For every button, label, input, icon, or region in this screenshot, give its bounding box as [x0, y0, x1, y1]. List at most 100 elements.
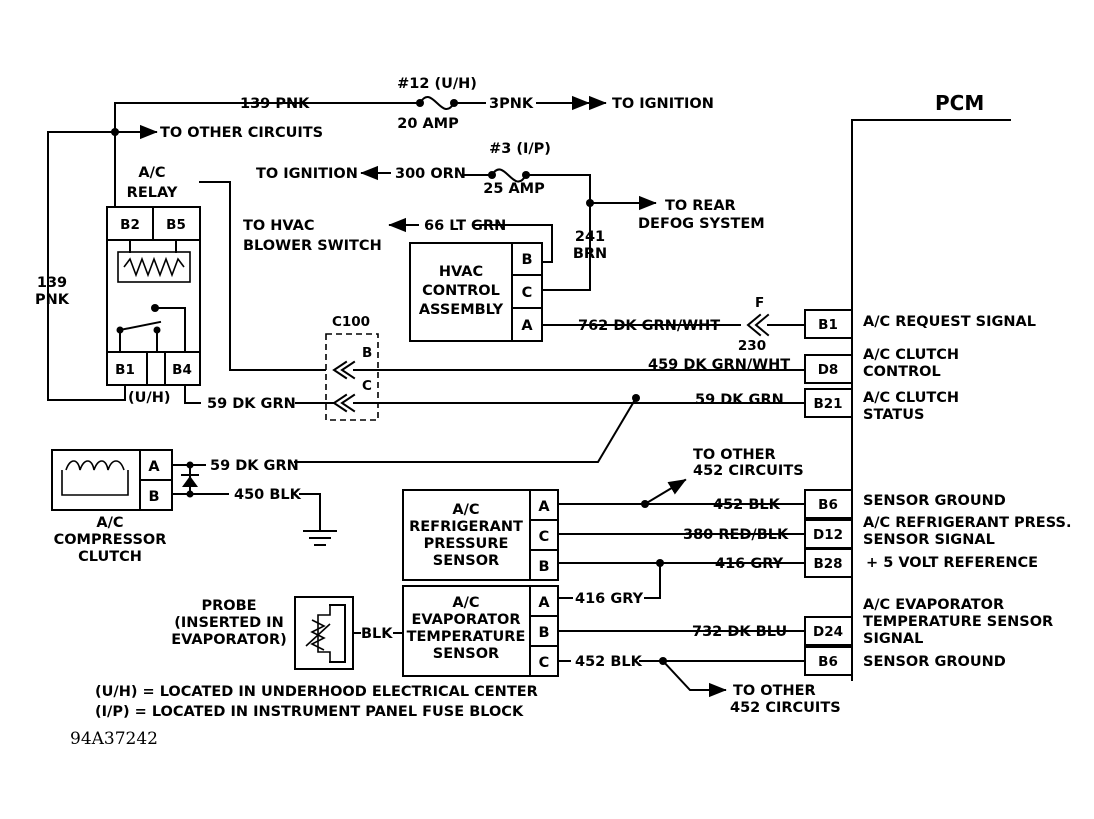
pcm-pin-b6-a: B6 [804, 489, 853, 519]
c100-pin-c: C [362, 378, 372, 394]
relay-label-2: RELAY [127, 185, 178, 201]
svg-text:D8: D8 [818, 362, 839, 378]
pcm-label-clutch-status-2: STATUS [863, 407, 924, 423]
pcm-pin-b28: B28 [804, 548, 853, 578]
c100-label: C100 [332, 314, 370, 330]
evap-pin-b: B [538, 625, 549, 641]
hvac-pin-c: C [522, 285, 533, 301]
wire-416-left: 416 GRY [575, 591, 644, 607]
pressure-label-3: PRESSURE [424, 536, 509, 552]
svg-text:B1: B1 [818, 317, 838, 333]
pcm-label-sensor-ground-a: SENSOR GROUND [863, 493, 1006, 509]
wire-452-top: 452 BLK [713, 497, 781, 513]
defog-system: DEFOG SYSTEM [638, 216, 765, 232]
blower-switch: BLOWER SWITCH [243, 238, 382, 254]
hvac-pin-a: A [521, 318, 533, 334]
evap-pin-a: A [538, 595, 550, 611]
wire-380-label: 380 RED/BLK [683, 527, 789, 543]
evap-label-1: A/C [452, 595, 479, 611]
pcm-pin-d24: D24 [804, 616, 853, 646]
relay-pin-b2: B2 [120, 217, 140, 233]
wire-459-label: 459 DK GRN/WHT [648, 357, 790, 373]
pressure-pin-b: B [538, 559, 549, 575]
pcm-pin-b6-b: B6 [804, 646, 853, 676]
wire-300-label: 300 ORN [395, 166, 466, 182]
wire-59-right: 59 DK GRN [695, 392, 784, 408]
hvac-control-assembly [409, 242, 543, 342]
hvac-label-2: CONTROL [422, 283, 500, 299]
wire-241: 241 [575, 229, 605, 245]
wire-416-right: 416 GRY [715, 556, 784, 572]
pcm-title: PCM [935, 91, 984, 115]
wire-139-label: 139 PNK [240, 96, 310, 112]
pressure-pin-c: C [539, 529, 550, 545]
fuse-12 [418, 95, 456, 111]
probe-label-1: PROBE [201, 598, 256, 614]
c100-pin-b: B [362, 345, 372, 361]
hvac-pin-b: B [521, 252, 532, 268]
pcm-label-clutch-control-2: CONTROL [863, 364, 941, 380]
legend-ip: (I/P) = LOCATED IN INSTRUMENT PANEL FUSE… [95, 704, 524, 720]
wire-blk: BLK [361, 626, 393, 642]
evap-label-2: EVAPORATOR [412, 612, 521, 628]
to-other-452-b1: TO OTHER [733, 683, 816, 699]
to-other-452-a2: 452 CIRCUITS [693, 463, 804, 479]
wire-3pnk-label: 3PNK [489, 96, 534, 112]
pressure-label-2: REFRIGERANT [409, 519, 523, 535]
wire-762-label: 762 DK GRN/WHT [578, 318, 720, 334]
pcm-label-clutch-status-1: A/C CLUTCH [863, 390, 959, 406]
wire-139-side-1: 139 [37, 275, 67, 291]
figure-id: 94A37242 [70, 729, 158, 749]
compressor-label-3: CLUTCH [78, 549, 142, 565]
pcm-label-clutch-control-1: A/C CLUTCH [863, 347, 959, 363]
evap-pin-c: C [539, 655, 550, 671]
wire-732-label: 732 DK BLU [692, 624, 787, 640]
svg-text:B6: B6 [818, 497, 838, 513]
wire-59-left: 59 DK GRN [207, 396, 296, 412]
pressure-label-4: SENSOR [433, 553, 499, 569]
conn-230: 230 [738, 338, 766, 354]
svg-text:B28: B28 [813, 556, 842, 572]
compressor-label-1: A/C [96, 515, 123, 531]
to-hvac: TO HVAC [243, 218, 315, 234]
fuse-12-rating: 20 AMP [397, 116, 459, 132]
pcm-label-evap-2: TEMPERATURE SENSOR [863, 614, 1053, 630]
pcm-label-press-1: A/C REFRIGERANT PRESS. [863, 515, 1071, 531]
probe-label-3: EVAPORATOR) [171, 632, 287, 648]
compressor-pin-b: B [148, 489, 159, 505]
relay-pin-b5: B5 [166, 217, 186, 233]
wire-450-label: 450 BLK [234, 487, 302, 503]
probe [294, 596, 354, 670]
conn-f: F [755, 295, 764, 311]
pressure-pin-a: A [538, 499, 550, 515]
pcm-pin-d12: D12 [804, 519, 853, 549]
wire-brn: BRN [573, 246, 607, 262]
ac-refrigerant-pressure-sensor [402, 489, 559, 581]
c100-connector [325, 333, 379, 421]
compressor-pin-a: A [148, 459, 160, 475]
to-ignition-2: TO IGNITION [256, 166, 358, 182]
pressure-label-1: A/C [452, 502, 479, 518]
fuse-3-rating: 25 AMP [483, 181, 545, 197]
to-other-452-a1: TO OTHER [693, 447, 776, 463]
pcm-label-sensor-ground-b: SENSOR GROUND [863, 654, 1006, 670]
to-rear: TO REAR [665, 198, 736, 214]
svg-text:B6: B6 [818, 654, 838, 670]
compressor-label-2: COMPRESSOR [54, 532, 167, 548]
to-ignition-1: TO IGNITION [612, 96, 714, 112]
hvac-label-3: ASSEMBLY [419, 302, 504, 318]
relay-pin-b1: B1 [115, 362, 135, 378]
relay-pin-b4: B4 [172, 362, 192, 378]
evap-label-4: SENSOR [433, 646, 499, 662]
hvac-label-1: HVAC [439, 264, 483, 280]
fuse-3 [490, 168, 528, 183]
fuse-3-name: #3 (I/P) [489, 141, 551, 157]
svg-text:D24: D24 [813, 624, 843, 640]
wire-452-bottom: 452 BLK [575, 654, 643, 670]
probe-label-2: (INSERTED IN [174, 615, 283, 631]
ac-evaporator-temperature-sensor [402, 585, 559, 677]
svg-text:D12: D12 [813, 527, 843, 543]
pcm-label-5v: + 5 VOLT REFERENCE [866, 555, 1038, 571]
